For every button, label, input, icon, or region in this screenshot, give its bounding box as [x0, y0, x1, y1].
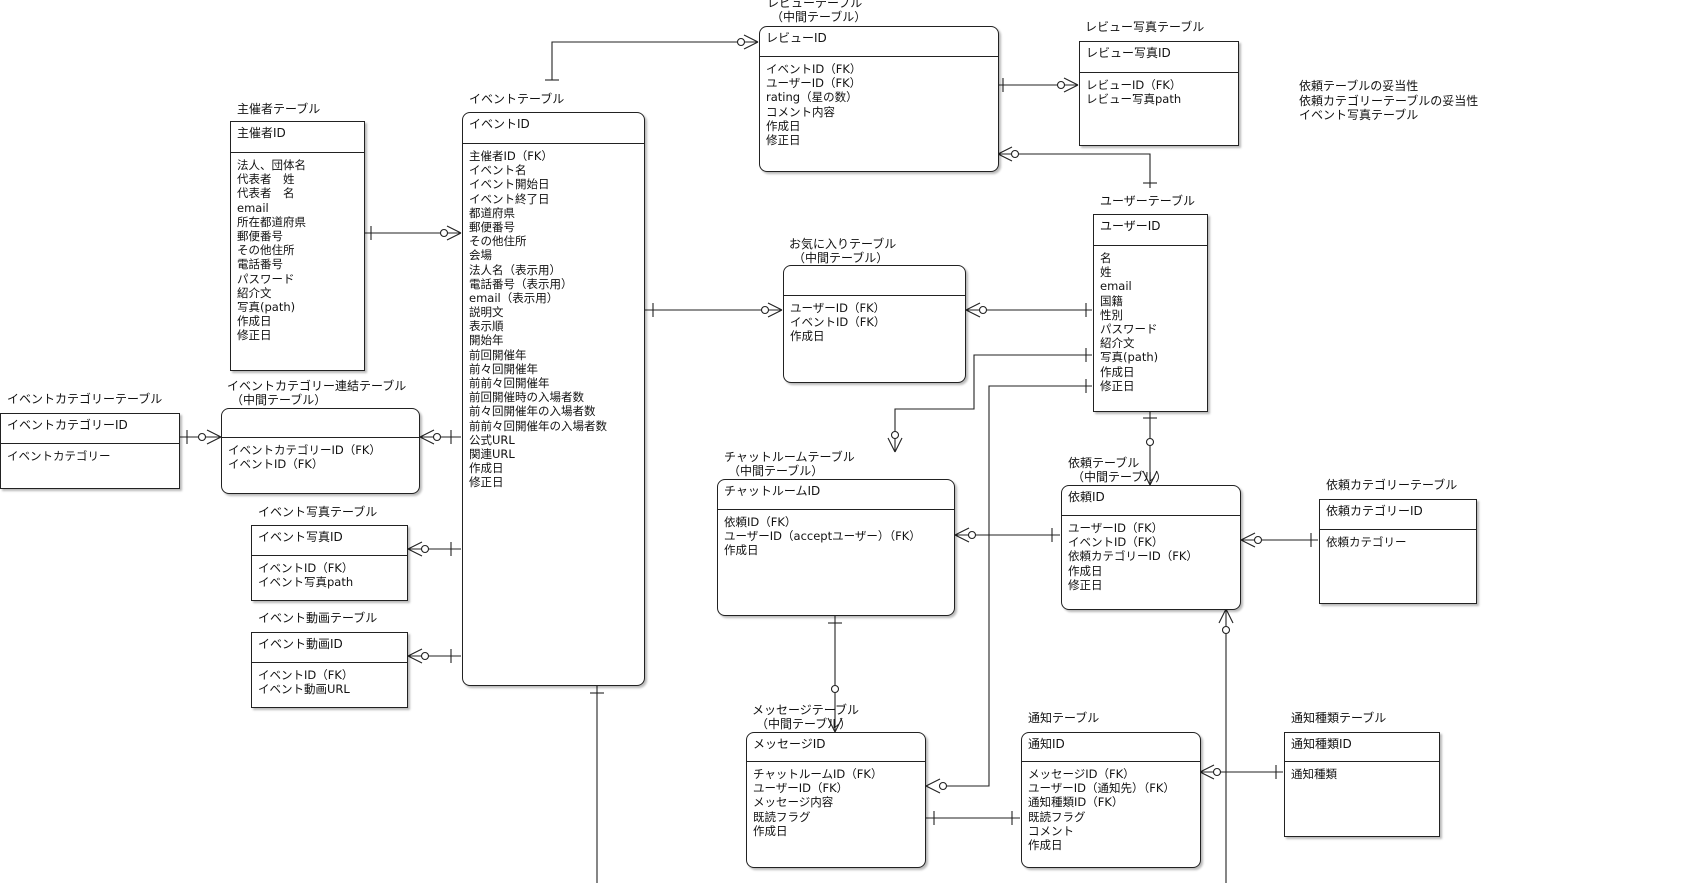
favorite-table-caption: お気に入りテーブル（中間テーブル）	[789, 237, 897, 265]
review-table[interactable]: レビューID イベントID（FK）ユーザーID（FK）rating（星の数） コ…	[759, 26, 999, 172]
table-header	[222, 409, 419, 438]
message-table-caption: メッセージテーブル（中間テーブル）	[752, 703, 860, 731]
table-header: イベント動画ID	[252, 633, 407, 663]
rel-user-chatroom	[894, 354, 1092, 452]
request-table[interactable]: 依頼ID ユーザーID（FK）イベントID（FK）依頼カテゴリーID（FK） 作…	[1061, 485, 1241, 610]
rel-user-review	[998, 153, 1151, 188]
event-photo-table[interactable]: イベント写真ID イベントID（FK）イベント写真path	[251, 525, 408, 601]
table-fields: ユーザーID（FK）イベントID（FK）依頼カテゴリーID（FK） 作成日修正日	[1068, 521, 1198, 592]
table-header: イベントID	[463, 113, 644, 144]
notification-table[interactable]: 通知ID メッセージID（FK）ユーザーID（通知先）（FK）通知種類ID（FK…	[1021, 732, 1201, 868]
event-video-table[interactable]: イベント動画ID イベントID（FK）イベント動画URL	[251, 632, 408, 708]
chatroom-table-caption: チャットルームテーブル（中間テーブル）	[724, 450, 855, 478]
table-fields: ユーザーID（FK）イベントID（FK）作成日	[790, 301, 886, 344]
event-table-caption: イベントテーブル	[469, 92, 565, 106]
organizer-table-caption: 主催者テーブル	[237, 102, 321, 116]
review-table-caption: レビューテーブル（中間テーブル）	[767, 0, 867, 24]
table-header: 主催者ID	[231, 122, 364, 153]
table-fields: チャットルームID（FK）ユーザーID（FK）メッセージ内容 既読フラグ作成日	[753, 767, 883, 838]
table-fields: イベントカテゴリーID（FK）イベントID（FK）	[228, 443, 381, 472]
table-header: 通知ID	[1022, 733, 1200, 762]
table-header: ユーザーID	[1094, 215, 1207, 246]
rel-user-message	[940, 385, 1092, 787]
table-fields: メッセージID（FK）ユーザーID（通知先）（FK）通知種類ID（FK） 既読フ…	[1028, 767, 1175, 852]
event-category-table-caption: イベントカテゴリーテーブル	[7, 392, 163, 406]
event-photo-table-caption: イベント写真テーブル	[258, 505, 378, 519]
table-fields: イベントID（FK）イベント写真path	[258, 561, 354, 590]
chatroom-table[interactable]: チャットルームID 依頼ID（FK）ユーザーID（acceptユーザー）（FK）…	[717, 479, 955, 616]
table-header: 依頼ID	[1062, 486, 1240, 516]
table-header: 依頼カテゴリーID	[1320, 500, 1476, 530]
table-header: メッセージID	[747, 733, 925, 762]
notification-type-table[interactable]: 通知種類ID 通知種類	[1284, 732, 1440, 837]
table-fields: イベントID（FK）イベント動画URL	[258, 668, 354, 697]
event-video-table-caption: イベント動画テーブル	[258, 611, 378, 625]
request-category-table-caption: 依頼カテゴリーテーブル	[1326, 478, 1458, 492]
table-header: チャットルームID	[718, 480, 954, 510]
table-header: イベントカテゴリーID	[1, 414, 179, 444]
table-fields: 依頼ID（FK）ユーザーID（acceptユーザー）（FK）作成日	[724, 515, 921, 558]
table-fields: イベントカテゴリー	[7, 449, 111, 463]
favorite-table[interactable]: ユーザーID（FK）イベントID（FK）作成日	[783, 265, 966, 383]
validity-notes: 依頼テーブルの妥当性依頼カテゴリーテーブルの妥当性イベント写真テーブル	[1299, 79, 1479, 122]
table-fields: イベントID（FK）ユーザーID（FK）rating（星の数） コメント内容作成…	[766, 62, 862, 147]
rel-event-request	[596, 609, 1227, 883]
table-header: レビューID	[760, 27, 998, 57]
table-header	[784, 266, 965, 296]
event-category-link-table[interactable]: イベントカテゴリーID（FK）イベントID（FK）	[221, 408, 420, 494]
review-photo-table[interactable]: レビュー写真ID レビューID（FK）レビュー写真path	[1079, 41, 1239, 146]
request-category-table[interactable]: 依頼カテゴリーID 依頼カテゴリー	[1319, 499, 1477, 604]
rel-event-review	[551, 41, 758, 80]
user-table-caption: ユーザーテーブル	[1100, 194, 1196, 208]
event-category-table[interactable]: イベントカテゴリーID イベントカテゴリー	[0, 413, 180, 489]
table-fields: レビューID（FK）レビュー写真path	[1086, 78, 1182, 107]
table-header: レビュー写真ID	[1080, 42, 1238, 73]
table-fields: 依頼カテゴリー	[1326, 535, 1407, 549]
request-table-caption: 依頼テーブル（中間テーブル）	[1068, 456, 1168, 484]
notification-table-caption: 通知テーブル	[1028, 711, 1100, 725]
table-fields: 主催者ID（FK）イベント名イベント開始日 イベント終了日都道府県郵便番号 その…	[469, 149, 607, 490]
review-photo-table-caption: レビュー写真テーブル	[1085, 20, 1205, 34]
table-fields: 通知種類	[1291, 767, 1337, 781]
notification-type-table-caption: 通知種類テーブル	[1291, 711, 1387, 725]
event-category-link-table-caption: イベントカテゴリー連結テーブル（中間テーブル）	[227, 379, 407, 407]
table-header: イベント写真ID	[252, 526, 407, 556]
message-table[interactable]: メッセージID チャットルームID（FK）ユーザーID（FK）メッセージ内容 既…	[746, 732, 926, 868]
table-header: 通知種類ID	[1285, 733, 1439, 762]
event-table[interactable]: イベントID 主催者ID（FK）イベント名イベント開始日 イベント終了日都道府県…	[462, 112, 645, 686]
